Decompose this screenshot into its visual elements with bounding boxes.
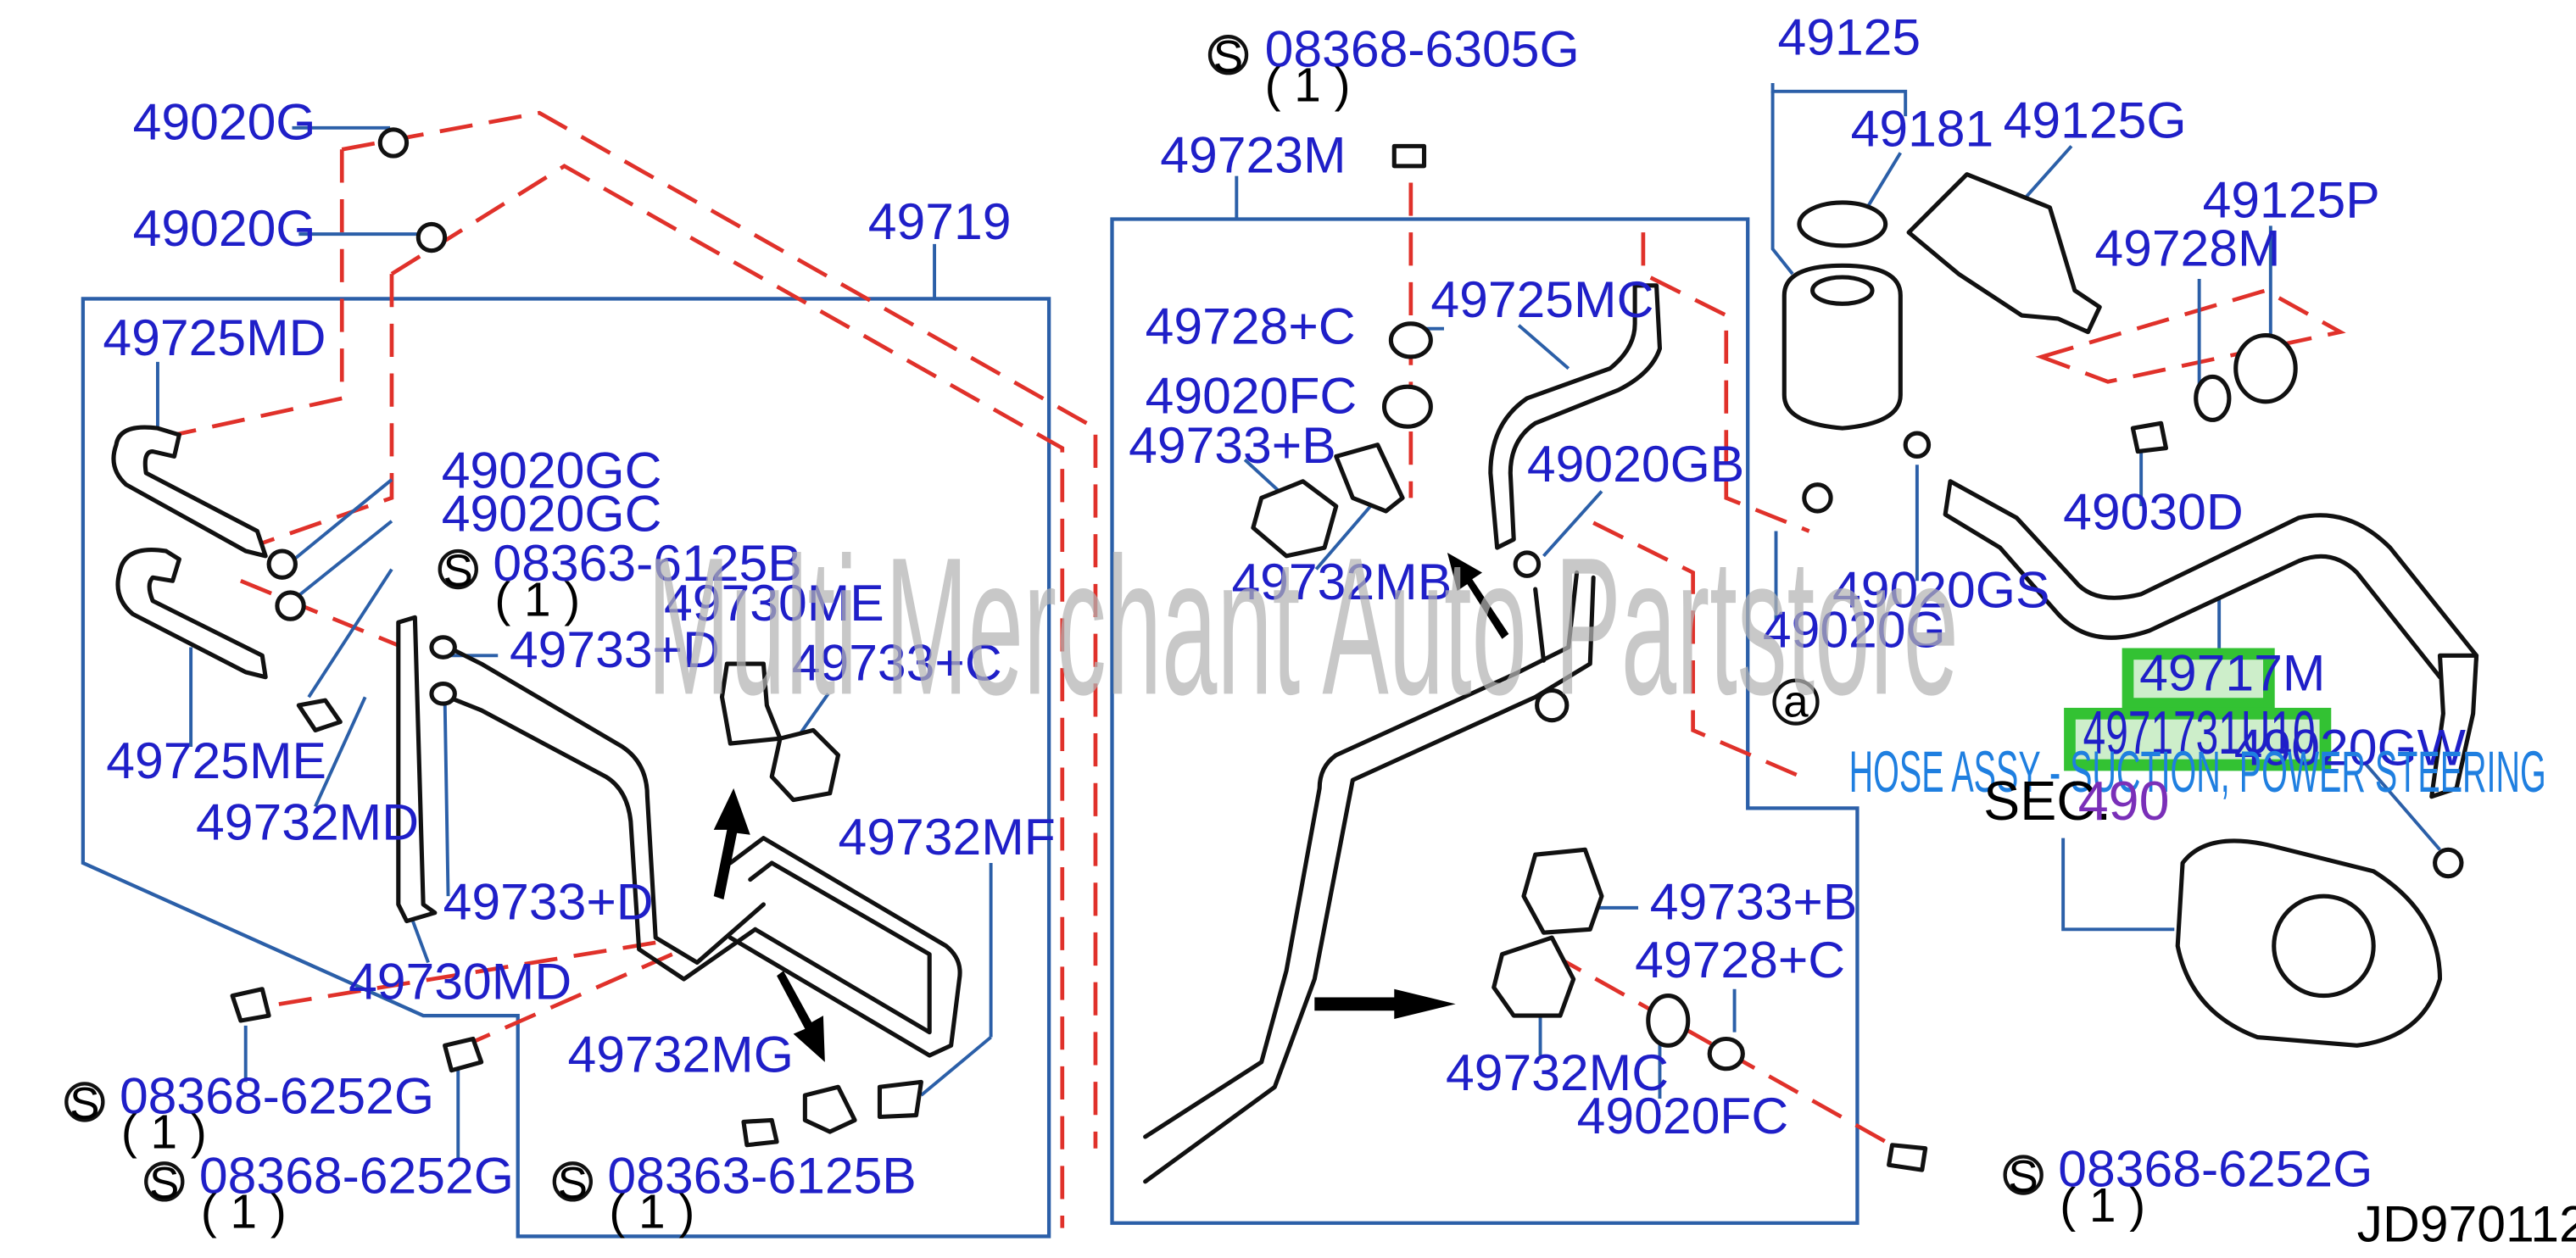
label-49730me[interactable]: 49730ME	[664, 574, 884, 632]
label-49020g[interactable]: 49020G	[133, 93, 316, 151]
label-49732mb[interactable]: 49732MB	[1231, 553, 1452, 610]
s-marker	[144, 1161, 185, 1202]
label-49020gs[interactable]: 49020GS	[1832, 561, 2049, 619]
direction-arrows	[713, 552, 1509, 1062]
label-49733d[interactable]: 49733+D	[443, 873, 654, 931]
s-marker-text: S	[149, 1158, 179, 1208]
qty-08363-6125b: ( 1 )	[494, 573, 580, 626]
highlight-part-number	[2064, 707, 2332, 771]
label-49719[interactable]: 49719	[868, 192, 1012, 250]
part-labels: 49020G 49020G 49719 49725MD 49020GC 4902…	[103, 8, 2379, 1205]
label-49020g[interactable]: 49020G	[133, 199, 316, 257]
s-markers: S S S S S S ( 1 ) ( 1 ) ( 1 ) ( 1 ) ( 1 …	[64, 31, 2145, 1239]
s-marker-text: S	[443, 546, 473, 596]
label-49732mf[interactable]: 49732MF	[839, 808, 1056, 866]
label-08363-6125b[interactable]: 08363-6125B	[493, 534, 801, 592]
label-08368-6252g[interactable]: 08368-6252G	[2058, 1140, 2372, 1198]
s-marker	[438, 548, 478, 590]
group-box-49719	[81, 243, 1051, 1239]
label-49728c[interactable]: 49728+C	[1146, 297, 1356, 354]
label-49020gc[interactable]: 49020GC	[442, 442, 662, 499]
s-marker	[64, 1082, 105, 1122]
qty-08368-6305g: ( 1 )	[1265, 59, 1351, 113]
label-49733b[interactable]: 49733+B	[1129, 416, 1336, 474]
qty-08368-6252g: ( 1 )	[201, 1186, 287, 1239]
phantom-lines	[174, 110, 2346, 1228]
qty-08368-6252g: ( 1 )	[121, 1106, 207, 1160]
s-marker-text: S	[558, 1158, 588, 1208]
selected-part-number[interactable]: 4971731U10	[2083, 699, 2316, 767]
label-49723m[interactable]: 49723M	[1160, 126, 1346, 184]
label-49733c[interactable]: 49733+C	[792, 634, 1002, 692]
label-49020g[interactable]: 49020G	[1763, 601, 1946, 659]
s-marker	[2003, 1155, 2044, 1195]
s-marker	[1207, 35, 1249, 75]
label-49732mc[interactable]: 49732MC	[1446, 1044, 1669, 1101]
qty-08368-6252g: ( 1 )	[2060, 1179, 2145, 1233]
leader-lines	[156, 82, 2441, 1159]
small-parts	[230, 127, 2464, 1172]
label-49020fc[interactable]: 49020FC	[1577, 1087, 1789, 1144]
watermark: Multi Merchant Auto Partstore	[647, 516, 1958, 735]
label-49030d[interactable]: 49030D	[2063, 483, 2244, 541]
label-49728m[interactable]: 49728M	[2094, 219, 2280, 276]
label-49730md[interactable]: 49730MD	[348, 953, 572, 1010]
qty-08363-6125b: ( 1 )	[609, 1186, 694, 1239]
label-49725me[interactable]: 49725ME	[106, 732, 326, 789]
label-49020gb[interactable]: 49020GB	[1527, 435, 1744, 493]
label-49020gw[interactable]: 49020GW	[2234, 719, 2467, 777]
sec-link[interactable]: 490	[2078, 771, 2170, 832]
label-49020fc[interactable]: 49020FC	[1146, 367, 1358, 425]
label-08368-6252g[interactable]: 08368-6252G	[199, 1147, 514, 1205]
label-08368-6305g[interactable]: 08368-6305G	[1265, 19, 1580, 77]
reference-marker: a	[1772, 677, 1820, 727]
label-08363-6125b[interactable]: 08363-6125B	[607, 1147, 916, 1205]
reference-marker-text: a	[1783, 677, 1809, 727]
label-08368-6252g[interactable]: 08368-6252G	[120, 1067, 434, 1125]
label-49181[interactable]: 49181	[1851, 99, 1994, 157]
label-49728c[interactable]: 49728+C	[1635, 931, 1845, 988]
diagram-code: JD970112	[2357, 1194, 2576, 1252]
label-49732mg[interactable]: 49732MG	[567, 1026, 793, 1083]
label-49725mc[interactable]: 49725MC	[1430, 270, 1653, 328]
label-49733b[interactable]: 49733+B	[1650, 873, 1858, 931]
s-marker	[552, 1161, 594, 1202]
s-marker-text: S	[1213, 31, 1243, 81]
label-49125g[interactable]: 49125G	[2004, 92, 2187, 149]
s-marker-text: S	[70, 1078, 99, 1128]
label-49725md[interactable]: 49725MD	[103, 309, 326, 366]
part-description: HOSE ASSY - SUCTION, POWER STEERING	[1849, 739, 2546, 804]
label-49732md[interactable]: 49732MD	[196, 793, 419, 851]
s-marker-text: S	[2009, 1152, 2038, 1202]
label-49733d[interactable]: 49733+D	[510, 621, 720, 678]
label-49125[interactable]: 49125	[1777, 8, 1921, 66]
selected-part-callout: 49717M 4971731U10 49020GW HOSE ASSY - SU…	[1849, 643, 2546, 832]
hoses-and-pipes	[111, 172, 2479, 1184]
highlight-49717m	[2122, 648, 2275, 710]
label-49020gc[interactable]: 49020GC	[442, 485, 662, 543]
label-49717m[interactable]: 49717M	[2139, 643, 2325, 701]
group-box-49723m	[1110, 175, 1860, 1225]
label-49125p[interactable]: 49125P	[2203, 171, 2380, 229]
sec-label: SEC.	[1983, 771, 2111, 832]
